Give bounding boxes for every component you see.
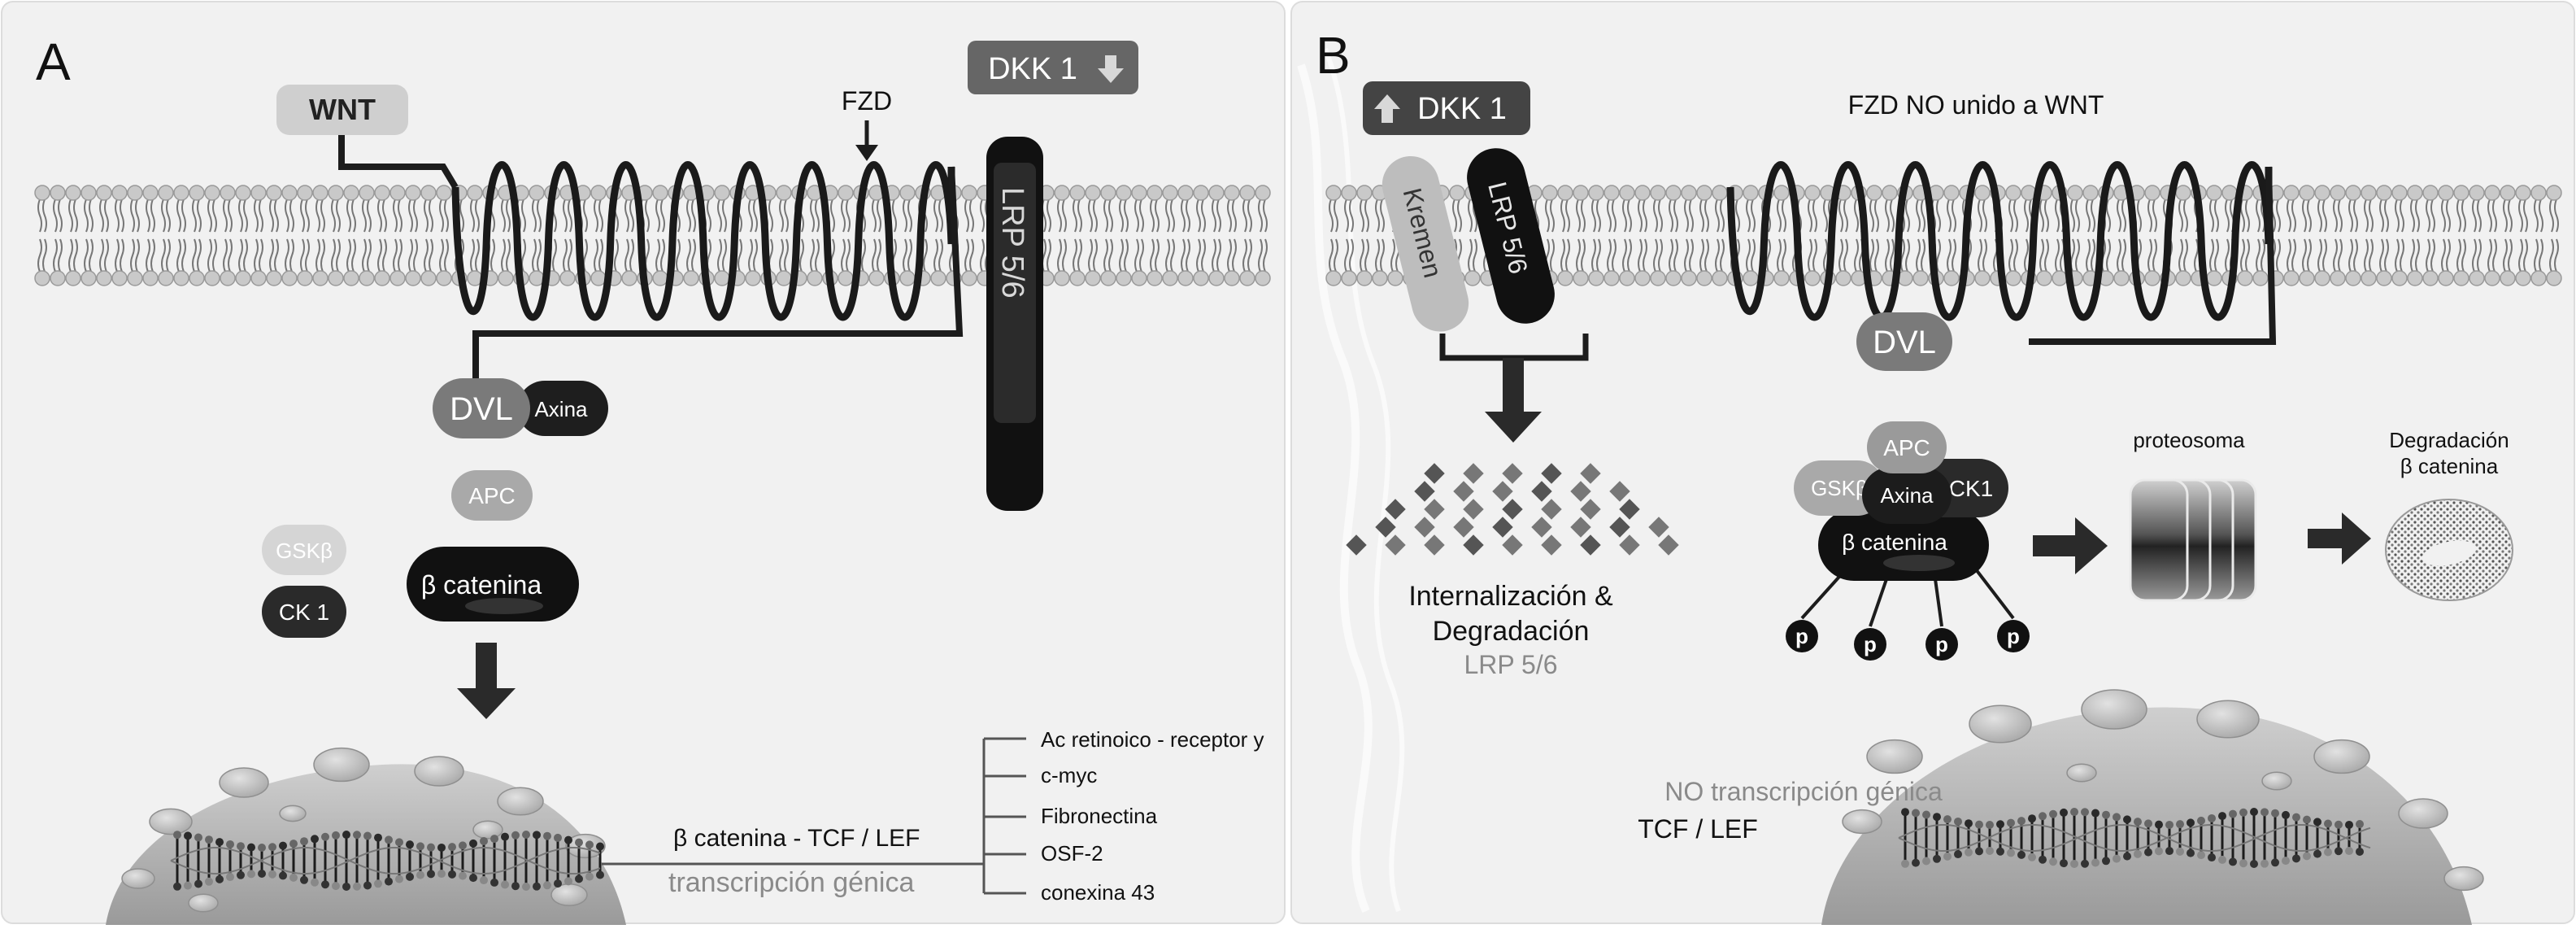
destruction-complex: p p p p β catenina CK1 GSKβ Axina APC (1786, 421, 2030, 661)
degradacion-label-b2: β catenina (2400, 454, 2499, 478)
fzd-arrow-head (855, 145, 878, 161)
dvl-protein-b (1856, 312, 1952, 371)
gene-item: Fibronectina (1041, 804, 1158, 828)
proteasome (2129, 478, 2257, 602)
panel-b-letter: B (1316, 26, 1351, 85)
lrp56-receptor-b: LRP 5/6 (1467, 148, 1555, 324)
tcf-lef-label-a: β catenina - TCF / LEF (673, 825, 920, 852)
fzd-not-bound-label: FZD NO unido a WNT (1848, 90, 2104, 120)
phosphate-label: p (1935, 632, 1948, 656)
cell-edge-decoration (1297, 63, 1373, 914)
panel-a-background (1, 1, 1286, 924)
gsk-protein-b (1794, 460, 1885, 516)
dna-helix-a (170, 831, 604, 891)
gene-item: conexina 43 (1041, 880, 1155, 905)
gene-item: Ac retinoico - receptor y (1041, 727, 1264, 752)
ck1-label-b: CK1 (1949, 476, 1993, 501)
apc-protein-a (451, 470, 533, 521)
dvl-protein-a (433, 378, 530, 438)
transcripcion-label: transcripción génica (668, 867, 914, 898)
gene-item: c-myc (1041, 763, 1097, 787)
fzd-label: FZD (842, 86, 892, 116)
gsk-protein-a (262, 525, 346, 575)
fzd-b-tail (2029, 166, 2277, 345)
ck1-protein-a (262, 586, 346, 638)
dna-helix-b (1898, 808, 2371, 868)
beta-catenin-label-b: β catenina (1842, 530, 1947, 555)
arrow-down-icon (1485, 358, 1542, 443)
axina-label-a: Axina (534, 397, 588, 421)
internalization-label: Internalización & (1408, 581, 1613, 612)
membrane-a (34, 185, 1271, 286)
dkk1-box-b (1363, 81, 1530, 135)
lrp56-label-a: LRP 5/6 (995, 187, 1029, 299)
degradation-label: Degradación (1433, 616, 1590, 647)
nucleus-a (106, 747, 626, 925)
fzd-dvl-connector (472, 166, 964, 390)
phosphate-label: p (1795, 624, 1808, 648)
degraded-beta-catenin (2385, 499, 2513, 601)
degradacion-label-b1: Degradación (2389, 428, 2509, 452)
no-transcription-label: NO transcripción génica (1664, 777, 1943, 806)
gsk-label-b: GSKβ (1811, 476, 1868, 500)
dkk1-label-a: DKK 1 (988, 52, 1077, 86)
dkk1-box-a (968, 41, 1138, 94)
wnt-connector (338, 135, 459, 190)
nucleus-b (1821, 689, 2484, 925)
apc-protein-b (1867, 421, 1947, 473)
arrow-right-icon (2033, 517, 2108, 574)
arrow-right-icon (2308, 512, 2371, 565)
ck1-label-a: CK 1 (279, 600, 329, 625)
panel-a-letter: A (36, 33, 71, 91)
arrow-down-icon (1098, 55, 1124, 83)
arrow-up-icon (1374, 94, 1400, 123)
apc-label-a: APC (468, 483, 516, 508)
dkk1-label-b: DKK 1 (1417, 92, 1507, 126)
lrp56-degraded-label: LRP 5/6 (1464, 650, 1557, 679)
gsk-label-a: GSKβ (276, 539, 333, 563)
phosphate-label: p (2007, 624, 2020, 648)
wnt-ligand (276, 85, 408, 135)
fzd-receptor-a (451, 161, 955, 321)
gene-item: OSF-2 (1041, 841, 1103, 866)
proteasome-label: proteosoma (2133, 428, 2245, 452)
axina-label-b: Axina (1880, 483, 1934, 508)
tcf-lef-label-b: TCF / LEF (1638, 814, 1758, 844)
fzd-receptor-b (1726, 161, 2273, 321)
axina-protein-b (1862, 467, 1952, 524)
wnt-label: WNT (309, 93, 376, 126)
kremen-receptor: Kremen (1382, 155, 1469, 332)
phosphate-label: p (1864, 632, 1877, 656)
arrow-down-icon (457, 643, 516, 719)
beta-catenin-label-a: β catenina (421, 570, 542, 600)
axina-protein-a (517, 381, 608, 436)
dvl-label-b: DVL (1873, 325, 1936, 360)
dvl-label-a: DVL (450, 391, 513, 427)
apc-label-b: APC (1883, 435, 1930, 460)
